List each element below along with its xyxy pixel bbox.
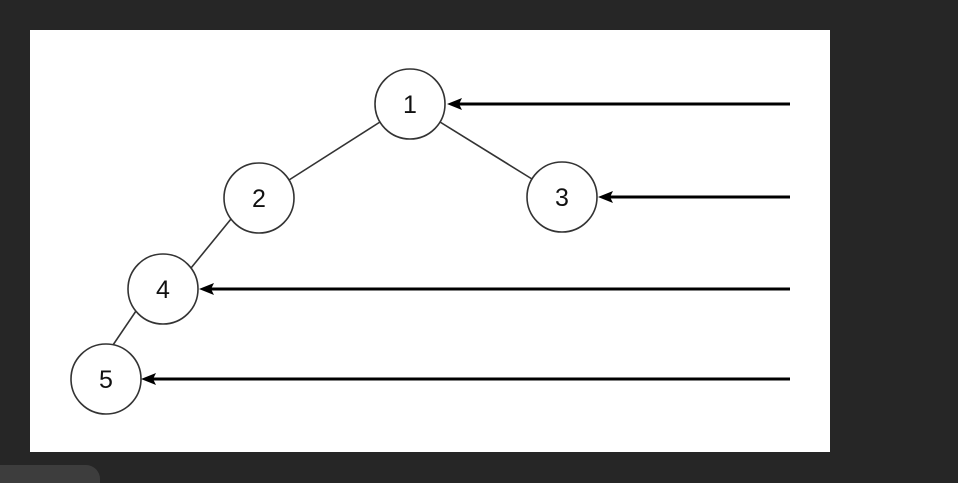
pointer-to-node-5: [141, 373, 790, 385]
node-group: 1 2 3 4 5: [70, 68, 598, 415]
arrowhead-node-4: [199, 283, 214, 295]
tree-diagram: 1 2 3 4 5: [70, 68, 790, 415]
pointer-to-node-3: [598, 191, 790, 203]
edge-node1-node2: [288, 121, 381, 181]
arrowhead-node-5: [141, 373, 156, 385]
node-2-label: 2: [252, 185, 266, 213]
node-4-label: 4: [156, 276, 170, 304]
edge-node4-node5: [112, 310, 137, 346]
arrowhead-node-1: [447, 98, 462, 110]
pointer-to-node-4: [199, 283, 790, 295]
node-5-circle[interactable]: [70, 343, 142, 415]
node-1-label: 1: [403, 91, 417, 119]
node-1[interactable]: 1: [374, 68, 446, 140]
node-3[interactable]: 3: [526, 161, 598, 233]
pointer-arrow-group: [141, 98, 790, 385]
node-4-circle[interactable]: [127, 253, 199, 325]
pointer-to-node-1: [447, 98, 790, 110]
taskbar-tab[interactable]: [0, 465, 100, 483]
node-1-circle[interactable]: [374, 68, 446, 140]
node-5-label: 5: [99, 366, 113, 394]
edge-node2-node4: [190, 218, 232, 269]
node-5[interactable]: 5: [70, 343, 142, 415]
node-3-circle[interactable]: [526, 161, 598, 233]
node-3-label: 3: [555, 184, 569, 212]
node-2-circle[interactable]: [223, 162, 295, 234]
node-2[interactable]: 2: [223, 162, 295, 234]
node-4[interactable]: 4: [127, 253, 199, 325]
diagram-canvas: 1 2 3 4 5: [30, 30, 830, 452]
arrowhead-node-3: [598, 191, 613, 203]
tree-edge-group: [112, 121, 533, 346]
edge-node1-node3: [439, 121, 533, 180]
